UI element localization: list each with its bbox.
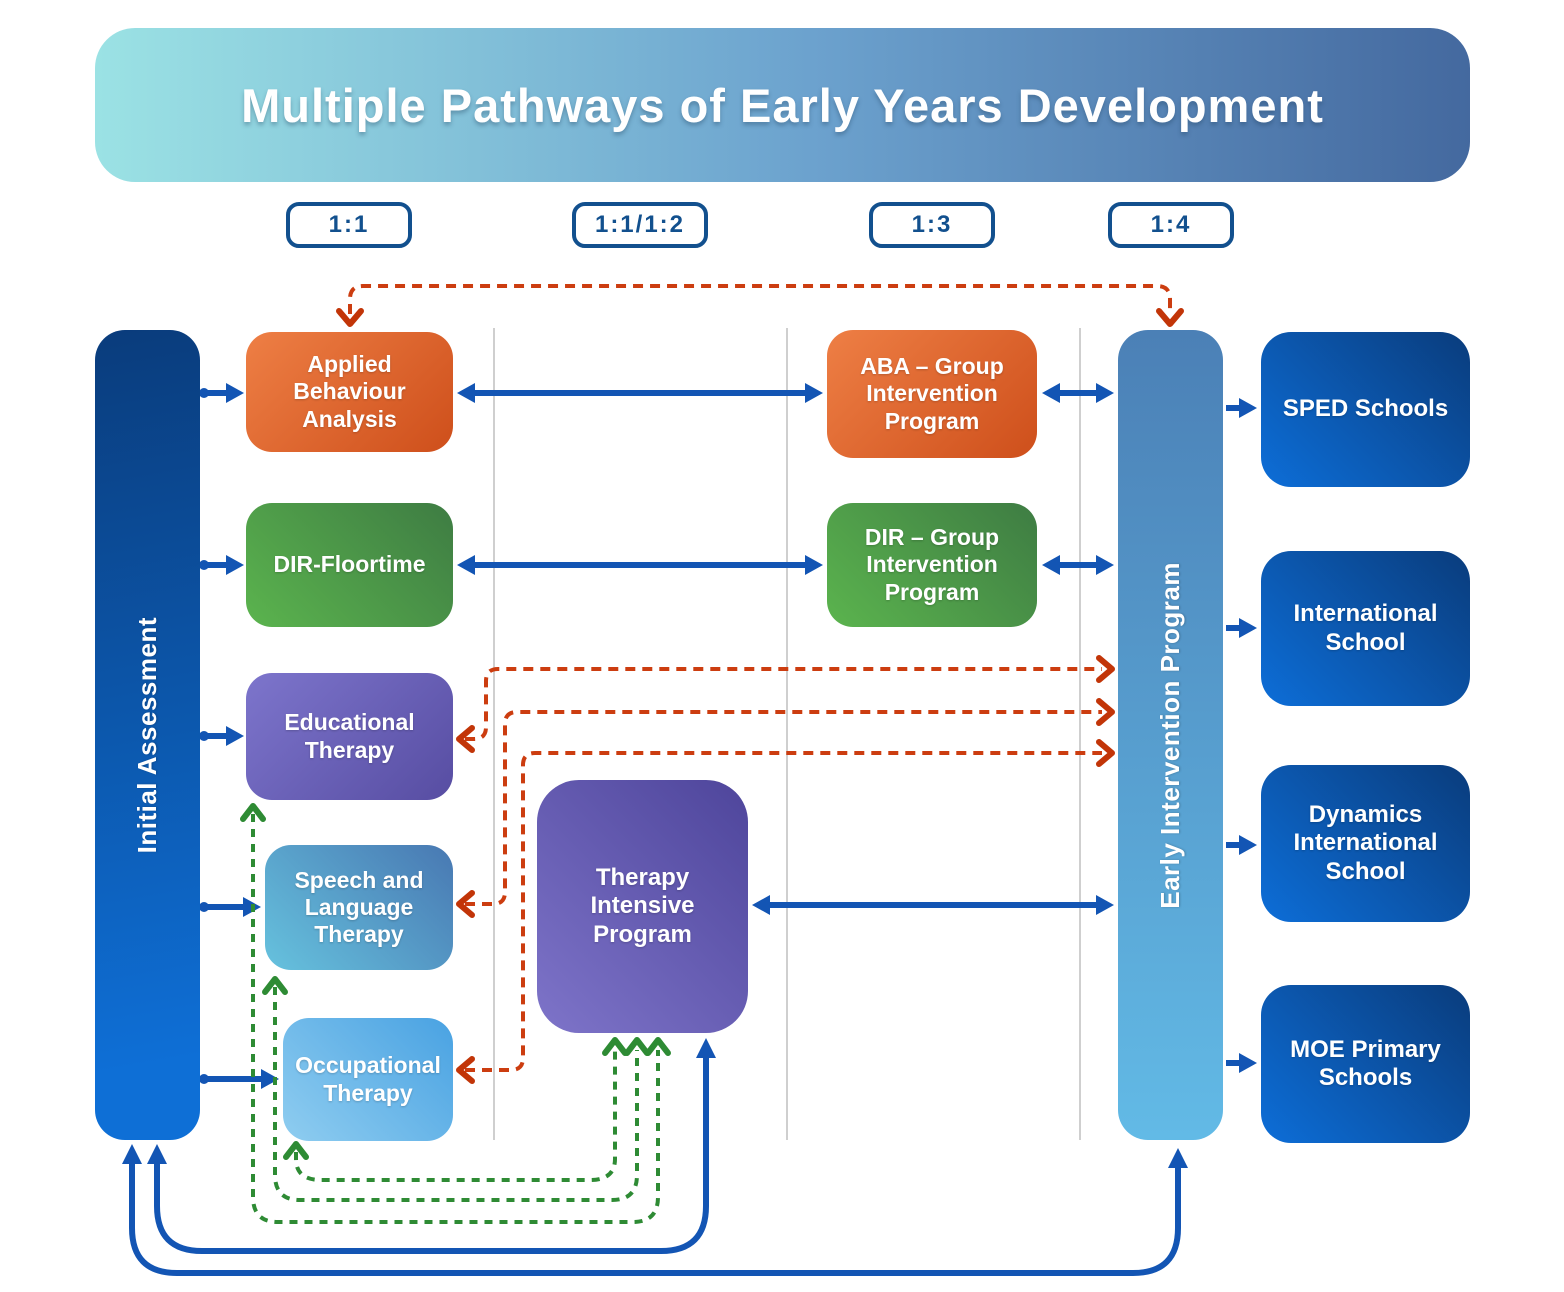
sped-schools-box: SPED Schools: [1261, 332, 1470, 487]
dir-floortime-box: DIR-Floortime: [246, 503, 453, 627]
dir-group-intervention-program-box: DIR – Group Intervention Program: [827, 503, 1037, 627]
initial-assessment-label: Initial Assessment: [132, 616, 162, 854]
red-dashed-connectors: [348, 284, 1172, 1072]
international-school-box: International School: [1261, 551, 1470, 706]
box-label: DIR-Floortime: [273, 551, 426, 578]
ratio-label: 1:1: [328, 211, 370, 238]
box-label: MOE Primary Schools: [1290, 1035, 1441, 1091]
box-label: SPED Schools: [1282, 395, 1449, 423]
dynamics-international-school-box: Dynamics International School: [1261, 765, 1470, 922]
educational-therapy-box: Educational Therapy: [246, 673, 453, 800]
box-label: Educational Therapy: [284, 709, 415, 763]
box-label: Speech and Language Therapy: [294, 866, 424, 948]
box-label: International School: [1293, 600, 1438, 656]
occupational-therapy-box: Occupational Therapy: [283, 1018, 453, 1141]
moe-primary-schools-box: MOE Primary Schools: [1261, 985, 1470, 1143]
ratio-label: 1:4: [1150, 211, 1192, 238]
red-arrowheads: [336, 308, 1184, 1084]
speech-and-language-therapy-box: Speech and Language Therapy: [265, 845, 453, 970]
ratio-badge-1-1: 1:1: [286, 202, 412, 248]
early-intervention-program-bar: Early Intervention Program: [1118, 330, 1223, 1140]
box-label: DIR – Group Intervention Program: [864, 524, 1000, 605]
box-label: Therapy Intensive Program: [590, 864, 695, 948]
ratio-badge-1-4: 1:4: [1108, 202, 1234, 248]
box-label: ABA – Group Intervention Program: [860, 353, 1004, 434]
box-label: Dynamics International School: [1293, 801, 1438, 885]
page-title: Multiple Pathways of Early Years Develop…: [241, 78, 1324, 132]
box-label: Occupational Therapy: [295, 1052, 441, 1106]
box-label: Applied Behaviour Analysis: [293, 351, 406, 432]
ratio-badge-1-1-1-2: 1:1/1:2: [572, 202, 708, 248]
initial-assessment-bar: Initial Assessment: [95, 330, 200, 1140]
ratio-badge-1-3: 1:3: [869, 202, 995, 248]
therapy-intensive-program-box: Therapy Intensive Program: [537, 780, 748, 1033]
title-banner: Multiple Pathways of Early Years Develop…: [95, 28, 1470, 182]
applied-behaviour-analysis-box: Applied Behaviour Analysis: [246, 332, 453, 452]
ratio-label: 1:1/1:2: [594, 211, 686, 238]
arrow-start-nubs: [199, 388, 209, 1084]
early-intervention-program-label: Early Intervention Program: [1155, 561, 1185, 909]
aba-group-intervention-program-box: ABA – Group Intervention Program: [827, 330, 1037, 458]
ratio-label: 1:3: [911, 211, 953, 238]
